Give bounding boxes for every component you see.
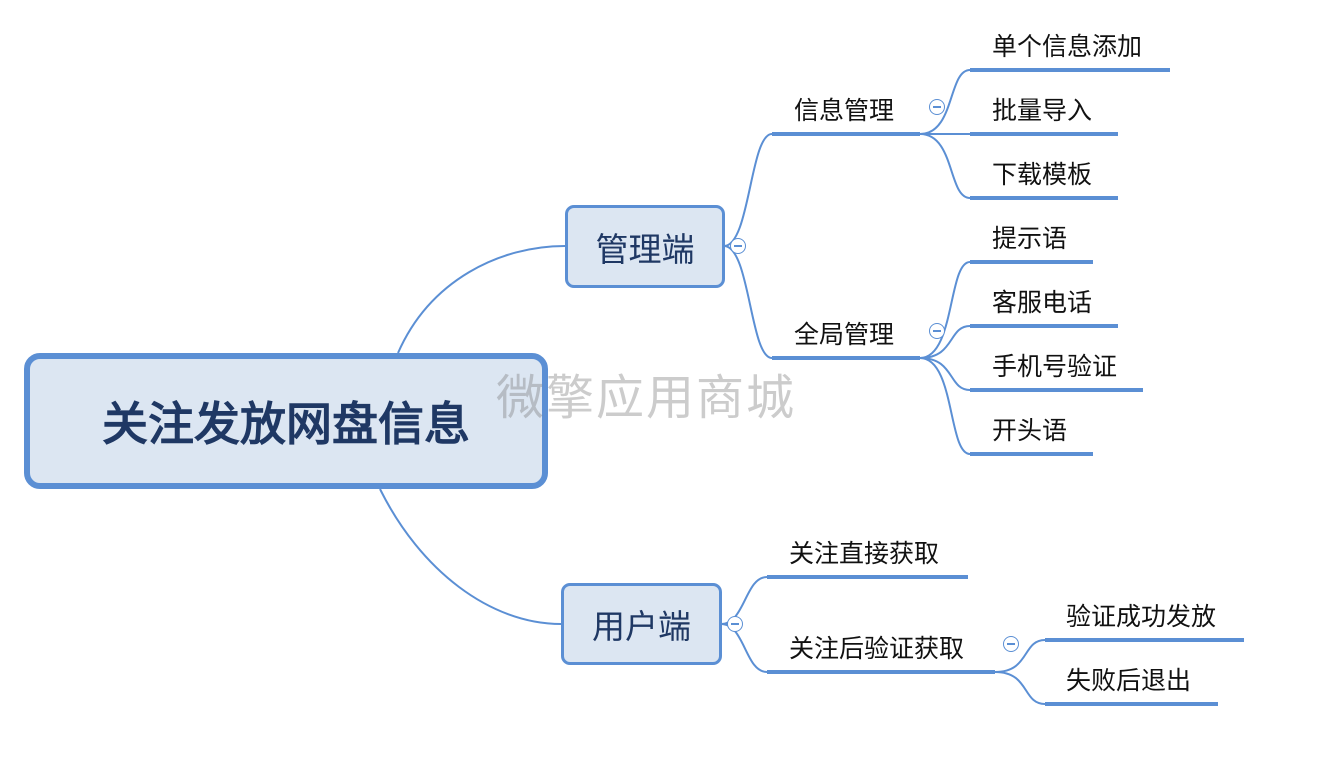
connector-user-verify <box>720 623 768 673</box>
leaf-download-template[interactable]: 下载模板 <box>992 160 1093 189</box>
root-title: 关注发放网盘信息 <box>102 397 470 451</box>
admin-label: 管理端 <box>595 229 695 269</box>
follow-verify-node[interactable]: 关注后验证获取 <box>789 634 965 663</box>
connector-info-leaf3 <box>919 133 971 199</box>
collapse-minus-icon[interactable] <box>1003 636 1019 652</box>
leaf-batch-import[interactable]: 批量导入 <box>992 96 1093 125</box>
leaf-phone-verify[interactable]: 手机号验证 <box>992 352 1118 381</box>
user-label: 用户端 <box>592 607 691 646</box>
connector-global-leaf1 <box>919 261 971 359</box>
connector-verify-leaf1 <box>994 639 1046 673</box>
follow-direct-node[interactable]: 关注直接获取 <box>789 539 940 568</box>
collapse-minus-icon[interactable] <box>730 238 746 254</box>
watermark: 微擎应用商城 <box>496 370 797 426</box>
info-mgmt-node[interactable]: 信息管理 <box>794 96 895 125</box>
connector-user-direct <box>720 576 768 625</box>
connector-info-leaf1 <box>919 69 971 135</box>
leaf-fail-exit[interactable]: 失败后退出 <box>1066 666 1192 695</box>
connector-verify-leaf2 <box>994 671 1046 705</box>
connector-root-admin <box>397 245 566 354</box>
connector-global-leaf3 <box>919 357 971 391</box>
admin-node[interactable]: 管理端 <box>565 205 725 288</box>
leaf-opening-text[interactable]: 开头语 <box>992 416 1068 445</box>
collapse-minus-icon[interactable] <box>929 323 945 339</box>
user-node[interactable]: 用户端 <box>561 583 722 665</box>
connector-admin-info <box>723 133 773 247</box>
leaf-verify-success[interactable]: 验证成功发放 <box>1066 602 1217 631</box>
leaf-service-phone[interactable]: 客服电话 <box>992 288 1093 317</box>
collapse-minus-icon[interactable] <box>929 99 945 115</box>
leaf-prompt-text[interactable]: 提示语 <box>992 224 1068 253</box>
leaf-single-info-add[interactable]: 单个信息添加 <box>992 32 1143 61</box>
global-mgmt-node[interactable]: 全局管理 <box>794 320 895 349</box>
collapse-minus-icon[interactable] <box>727 616 743 632</box>
root-node[interactable]: 关注发放网盘信息 <box>24 353 548 489</box>
connector-admin-global <box>723 245 773 359</box>
connector-root-user <box>379 488 562 625</box>
connector-global-leaf4 <box>919 357 971 455</box>
connector-global-leaf2 <box>919 325 971 359</box>
